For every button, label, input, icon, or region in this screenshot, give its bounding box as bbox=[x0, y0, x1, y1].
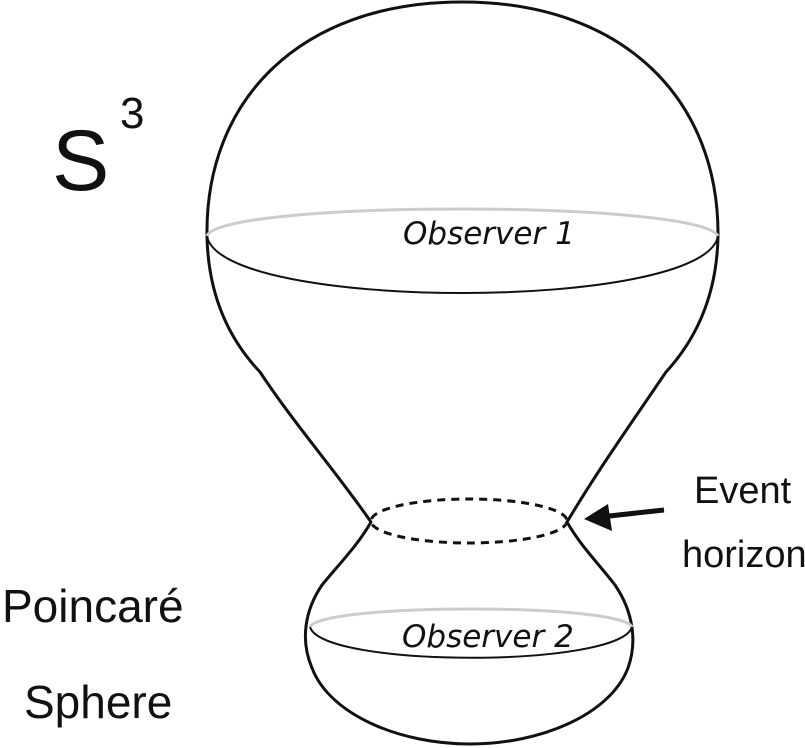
observer-1-label: Observer 1 bbox=[403, 216, 575, 252]
lower-equator-back bbox=[308, 607, 634, 629]
upper-equator-front bbox=[206, 235, 719, 294]
event-horizon-circle bbox=[369, 497, 569, 545]
s3-base-label: S bbox=[52, 113, 109, 209]
observer-2-label: Observer 2 bbox=[402, 619, 574, 655]
poincare-label: Poincaré bbox=[2, 580, 184, 632]
horizon-label: horizon bbox=[682, 534, 805, 576]
sphere-label: Sphere bbox=[24, 676, 172, 728]
s3-exponent-label: 3 bbox=[120, 89, 144, 138]
horizon-arrow-head bbox=[584, 504, 612, 531]
upper-equator-back bbox=[205, 207, 720, 237]
event-label: Event bbox=[694, 470, 792, 512]
lower-equator-front bbox=[309, 626, 633, 659]
horizon-arrow-shaft bbox=[599, 507, 665, 520]
